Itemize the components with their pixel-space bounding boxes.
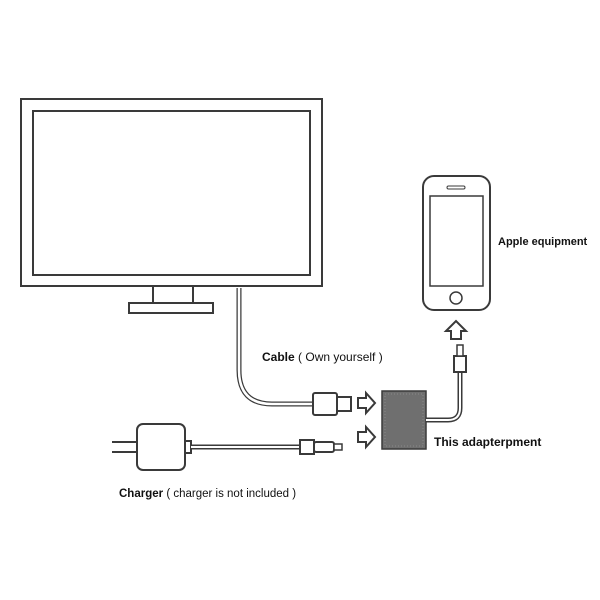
charger-note: ( charger is not included ): [166, 488, 297, 500]
adapter-label: This adapterpment: [434, 435, 542, 449]
arrow-right-icon: [357, 390, 377, 416]
cable-label: Cable ( Own yourself ): [262, 350, 383, 364]
phone-screen: [429, 195, 484, 287]
charger-title: Charger: [119, 488, 164, 500]
cable-note: ( Own yourself ): [298, 350, 383, 364]
adapter: [381, 390, 427, 450]
monitor: [20, 98, 323, 314]
charger-cable: [191, 439, 343, 455]
lightning-cable: [426, 344, 467, 423]
hdmi-plug: [312, 392, 352, 416]
monitor-frame: [20, 98, 323, 287]
charger: [112, 423, 192, 471]
hdmi-cable: [236, 288, 313, 407]
monitor-screen: [32, 110, 311, 276]
phone-icon: [422, 175, 491, 311]
monitor-stand: [128, 286, 214, 314]
charger-label: Charger ( charger is not included ): [119, 487, 296, 501]
cable-title: Cable: [262, 350, 295, 364]
arrow-up-icon: [443, 319, 469, 340]
apple-equipment-label: Apple equipment: [498, 236, 588, 248]
arrow-right-icon: [357, 424, 377, 450]
